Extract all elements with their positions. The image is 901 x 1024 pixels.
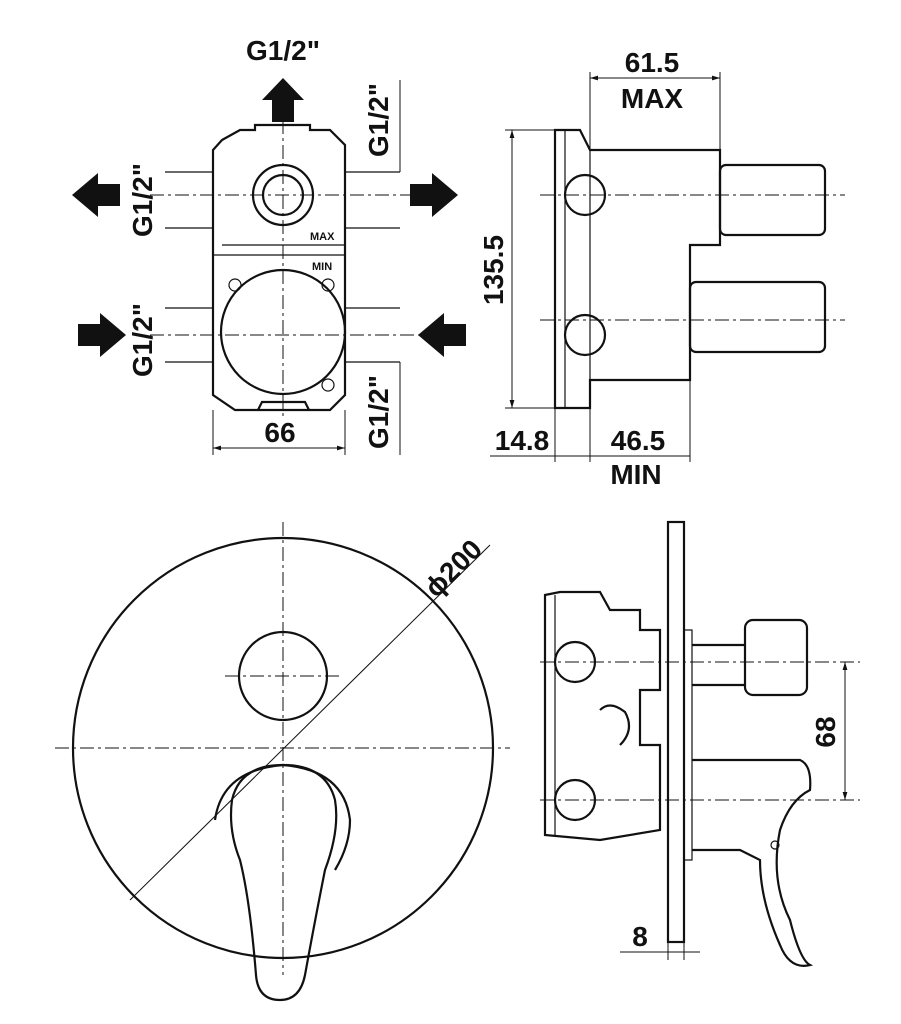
dim-plate-diameter: ϕ200 (418, 533, 488, 603)
arrow-up-icon (262, 78, 304, 122)
dim-wall-offset: 14.8 (495, 425, 550, 456)
dim-min-depth: 46.5 (611, 425, 666, 456)
dim-body-width: 66 (264, 417, 295, 448)
body-min-mark: MIN (312, 261, 332, 273)
arrow-left-icon (72, 173, 120, 217)
thread-label-top: G1/2" (246, 35, 320, 66)
front-view-body: MAX MIN (150, 120, 420, 420)
cover-plate-front (55, 522, 510, 1002)
dim-plate-thickness: 8 (632, 921, 648, 952)
side-view-body (540, 128, 845, 410)
dim-max-label: MAX (621, 83, 684, 114)
arrow-left-in-icon (418, 313, 466, 357)
arrow-right-in-icon (78, 313, 126, 357)
dim-min-label: MIN (610, 459, 661, 490)
thread-label-right-top: G1/2" (363, 83, 394, 157)
dim-handle-spacing: 68 (810, 716, 841, 747)
dim-max-depth: 61.5 (625, 47, 680, 78)
assembled-side-view (540, 520, 860, 967)
thread-label-left-top: G1/2" (127, 163, 158, 237)
thread-label-left-bottom: G1/2" (127, 303, 158, 377)
body-max-mark: MAX (310, 231, 335, 243)
arrow-right-icon (410, 173, 458, 217)
thread-label-right-bottom: G1/2" (363, 375, 394, 449)
dim-height: 135.5 (478, 235, 509, 305)
